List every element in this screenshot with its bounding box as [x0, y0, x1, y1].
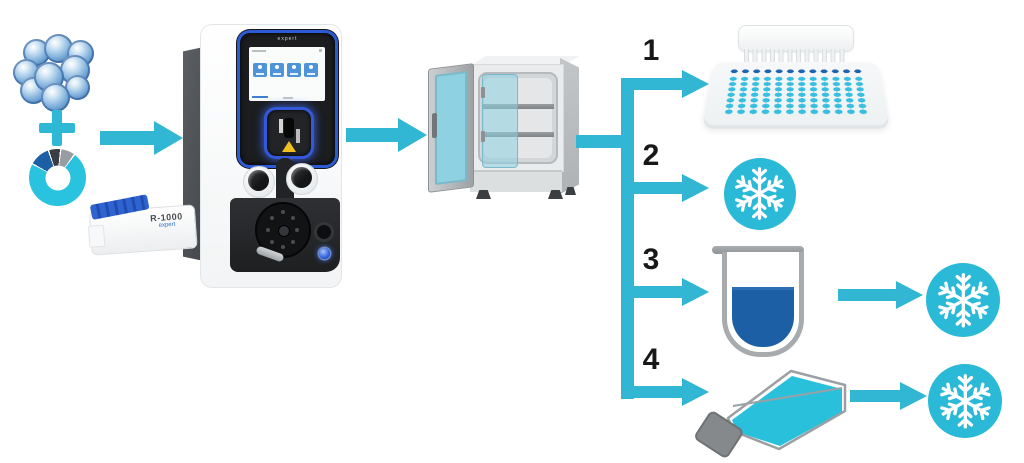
outlet-port: [314, 222, 334, 242]
bottle-cap[interactable]: [248, 170, 269, 191]
screen-button[interactable]: [253, 63, 267, 77]
reagent-cartridge: R-1000 expert: [86, 190, 200, 262]
incubator-shelf: [482, 132, 554, 137]
pump-panel: [230, 198, 340, 272]
incubator-door-glass: [435, 71, 467, 185]
branch-number: 1: [642, 34, 660, 67]
screen-button[interactable]: [304, 63, 318, 77]
screen-button[interactable]: [287, 63, 301, 77]
snowflake-icon: [926, 263, 1000, 337]
tube-liquid: [732, 287, 794, 347]
incubator-base: [470, 170, 562, 192]
incubator-foot: [548, 190, 563, 199]
incubator: [425, 52, 585, 202]
incubator-inner-glass-door[interactable]: [481, 74, 518, 168]
instrument-touchscreen[interactable]: [249, 47, 325, 101]
incubator-door-handle[interactable]: [432, 112, 437, 139]
dispensing-instrument: expert: [180, 22, 342, 288]
branch-number: 4: [642, 343, 660, 376]
slot-keyhole: [284, 118, 294, 138]
bottle-cap[interactable]: [291, 167, 312, 188]
plus-icon: [39, 110, 75, 146]
incubator-door[interactable]: [428, 63, 474, 193]
status-led: [319, 248, 330, 259]
instrument-brand: expert: [277, 36, 298, 42]
reagent-ring-icon: [29, 149, 86, 206]
incubator-foot: [476, 190, 491, 199]
instrument-head: expert: [237, 30, 338, 168]
incubator-shelf: [482, 104, 554, 109]
screen-button[interactable]: [270, 63, 284, 77]
branch-number: 2: [642, 139, 660, 172]
flask-cap: [695, 411, 743, 458]
tube-icon: [712, 244, 804, 357]
snowflake-icon: [928, 364, 1002, 438]
flask-icon: [692, 362, 860, 462]
well-plate-icon: [702, 62, 890, 126]
incubator-foot: [565, 187, 576, 195]
cell-cluster-icon: [10, 30, 105, 115]
cartridge-slot[interactable]: [264, 107, 314, 159]
branch-number: 3: [642, 243, 660, 276]
flow-connector-horizontal: [576, 135, 622, 148]
flow-connector-vertical: [621, 78, 634, 399]
snowflake-icon: [724, 158, 796, 230]
warning-triangle-icon: [282, 141, 296, 152]
